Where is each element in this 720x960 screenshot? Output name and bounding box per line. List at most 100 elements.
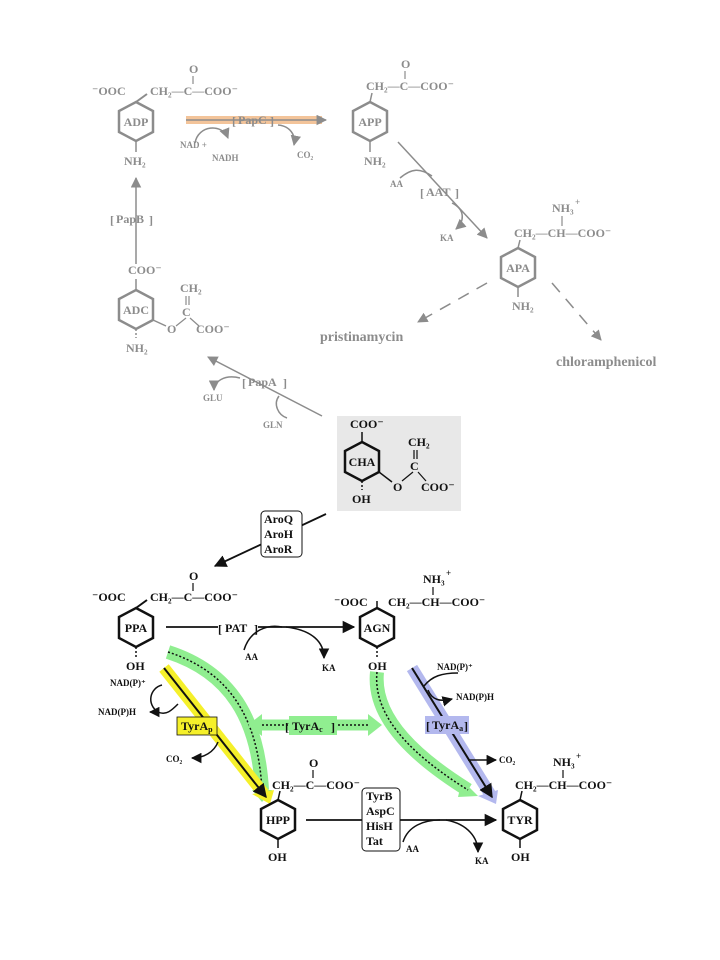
- hpp-molecule: HPP CH₂—C—COO⁻ O OH: [259, 756, 360, 864]
- app-side-chain: CH₂—C—COO⁻: [366, 79, 454, 93]
- aat-aa: AA: [390, 179, 403, 189]
- adc-ether-o: O: [167, 322, 176, 336]
- adc-molecule: ADC COO⁻ CH₂ C O COO⁻ NH₂: [117, 263, 230, 355]
- tyra-p-co2: CO₂: [166, 754, 183, 764]
- pat-reaction: PAT [ ] AA KA: [166, 618, 356, 673]
- app-ring-label: APP: [358, 115, 381, 129]
- tyr-molecule: TYR CH₂—CH—COO⁻ NH₃ + OH: [501, 751, 612, 864]
- aro-enzyme-1: AroQ: [264, 512, 293, 526]
- ppa-hydroxyl: OH: [126, 659, 145, 673]
- adc-ring-label: ADC: [123, 303, 149, 317]
- adc-methylene: CH₂: [180, 281, 202, 295]
- apa-molecule: APA CH₂—CH—COO⁻ NH₃ + NH₂: [499, 197, 611, 313]
- tyra-a-label: TyrAa: [432, 718, 463, 733]
- adp-carboxylate: ⁻OOC: [92, 84, 126, 98]
- adp-keto-o: O: [189, 62, 198, 76]
- pat-bracket-right: ]: [254, 622, 258, 636]
- ppa-carboxylate: ⁻OOC: [92, 590, 126, 604]
- papa-enzyme-label: PapA: [248, 375, 277, 389]
- app-molecule: APP CH₂—C—COO⁻ O NH₂: [351, 57, 454, 168]
- transaminase-ka: KA: [475, 856, 489, 866]
- tyra-a-nadp: NAD(P)⁺: [437, 662, 473, 672]
- papc-bracket-left: [: [232, 114, 236, 128]
- pat-bracket-left: [: [218, 622, 222, 636]
- tyra-a-label-box: [425, 716, 469, 734]
- tyr-side-chain: CH₂—CH—COO⁻: [515, 778, 612, 792]
- papc-co2: CO₂: [297, 150, 314, 160]
- cha-vinyl-carbon: C: [410, 459, 419, 473]
- papb-reaction: PapB [ ]: [110, 176, 153, 264]
- agn-carboxylate: ⁻OOC: [334, 595, 368, 609]
- apa-ammonium-charge: +: [575, 197, 580, 207]
- tyr-ring-label: TYR: [507, 813, 533, 827]
- transaminase-box: [361, 787, 401, 852]
- pat-aa: AA: [245, 652, 258, 662]
- pristinamycin-label: pristinamycin: [320, 330, 403, 345]
- transaminase-aa: AA: [406, 844, 419, 854]
- cha-methylene: CH₂: [408, 435, 430, 449]
- agn-side-chain: CH₂—CH—COO⁻: [388, 595, 485, 609]
- cha-molecule: CHA COO⁻ CH₂ C O COO⁻ OH: [343, 417, 455, 506]
- tyra-c-label-box: [289, 716, 337, 735]
- aro-enzyme-box: [260, 510, 303, 558]
- adc-vinyl-carbon: C: [182, 305, 191, 319]
- apa-amino: NH₂: [512, 299, 534, 313]
- papa-glu: GLU: [203, 393, 223, 403]
- aat-bracket-left: [: [420, 186, 424, 200]
- transaminase-reaction: TyrB AspC HisH Tat AA KA: [306, 787, 498, 866]
- aat-enzyme-label: AAT: [426, 185, 450, 199]
- cha-carboxylate: COO⁻: [350, 417, 384, 431]
- apa-ammonium: NH₃: [552, 201, 574, 215]
- cha-highlight-box: [337, 416, 461, 511]
- transaminase-4: Tat: [366, 834, 383, 848]
- ppa-side-chain: CH₂—C—COO⁻: [150, 590, 238, 604]
- adc-carboxylate-2: COO⁻: [196, 322, 230, 336]
- aat-ka: KA: [440, 233, 454, 243]
- cha-carboxylate-2: COO⁻: [421, 480, 455, 494]
- papc-nad: NAD +: [180, 140, 207, 150]
- tyra-a-reaction: NAD(P)⁺ NAD(P)H CO₂ TyrAa [ ]: [423, 662, 516, 766]
- tyra-p-nadph: NAD(P)H: [98, 707, 136, 717]
- tyra-a-nadph: NAD(P)H: [456, 692, 494, 702]
- cha-hydroxyl: OH: [352, 492, 371, 506]
- tyra-p-nadp: NAD(P)⁺: [110, 678, 146, 688]
- agn-molecule: AGN ⁻OOC CH₂—CH—COO⁻ NH₃ + OH: [334, 568, 485, 673]
- cha-ring-label: CHA: [349, 455, 376, 469]
- adp-amino: NH₂: [124, 154, 146, 168]
- papa-reaction: PapA [ ] GLU GLN: [203, 356, 323, 430]
- apa-ring-label: APA: [506, 261, 530, 275]
- adp-molecule: ADP ⁻OOC CH₂—C—COO⁻ O NH₂: [92, 62, 238, 168]
- tyr-hydroxyl: OH: [511, 850, 530, 864]
- transaminase-1: TyrB: [366, 789, 392, 803]
- pat-enzyme-label: PAT: [225, 621, 247, 635]
- tyr-ammonium: NH₃: [553, 755, 575, 769]
- ppa-ring-label: PPA: [125, 621, 148, 635]
- adp-side-chain: CH₂—C—COO⁻: [150, 84, 238, 98]
- papb-bracket-right: ]: [149, 213, 153, 227]
- papb-enzyme-label: PapB: [116, 212, 144, 226]
- app-amino: NH₂: [364, 154, 386, 168]
- agn-ammonium: NH₃: [423, 572, 445, 586]
- aro-enzyme-3: AroR: [264, 542, 293, 556]
- apa-side-chain: CH₂—CH—COO⁻: [514, 226, 611, 240]
- papb-bracket-left: [: [110, 213, 114, 227]
- app-keto-o: O: [401, 57, 410, 71]
- papa-gln: GLN: [263, 420, 283, 430]
- tyra-p-reaction: NAD(P)⁺ NAD(P)H CO₂ TyrAp: [98, 678, 219, 764]
- aro-reaction: AroQ AroH AroR: [213, 510, 327, 567]
- aro-enzyme-2: AroH: [264, 527, 294, 541]
- pat-ka: KA: [322, 663, 336, 673]
- green-route-ppa-hpp: [165, 645, 269, 791]
- tyra-c-bracket-right: ]: [331, 720, 335, 734]
- papa-bracket-right: ]: [283, 376, 287, 390]
- arrow-to-chloramphenicol: [551, 282, 602, 341]
- tyra-a-bracket-right: ]: [464, 719, 468, 733]
- hpp-ring-label: HPP: [266, 813, 290, 827]
- adc-amino: NH₂: [126, 341, 148, 355]
- adc-carboxylate: COO⁻: [128, 263, 162, 277]
- hpp-keto-o: O: [309, 756, 318, 770]
- agn-ring-label: AGN: [364, 621, 391, 635]
- tyra-a-co2: CO₂: [499, 755, 516, 765]
- papc-reaction: PapC [ ] NAD + NADH CO₂: [180, 113, 328, 163]
- tyra-c-bracket-left: [: [285, 720, 289, 734]
